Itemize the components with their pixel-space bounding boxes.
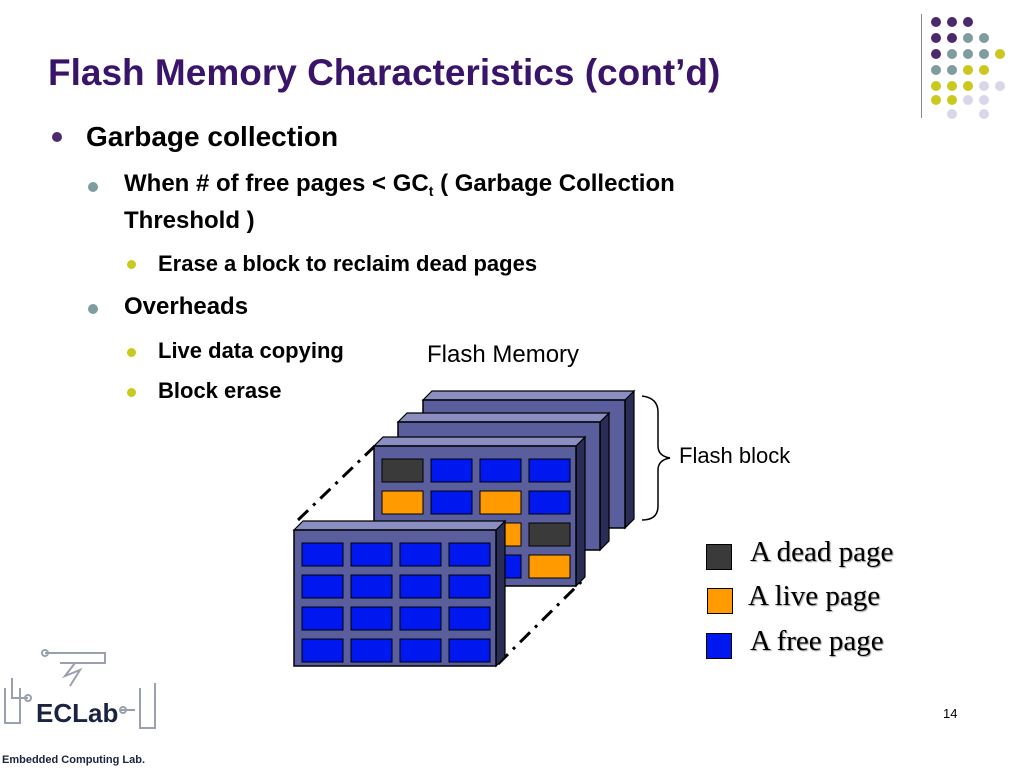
page-cell-free <box>430 458 473 483</box>
bullet-dot-level3 <box>127 348 136 357</box>
page-cell-free <box>399 638 442 663</box>
bullet-gc-condition: When # of free pages < GCt ( Garbage Col… <box>124 170 675 199</box>
page-cell-free <box>448 606 491 631</box>
free-page-swatch <box>706 633 732 659</box>
page-cell-free <box>350 638 393 663</box>
perspective-line-bottom <box>496 578 585 666</box>
flash-block-4-top <box>421 390 636 401</box>
page-cell-live <box>528 554 571 579</box>
flash-block-3 <box>396 411 611 552</box>
legend-live-label: A live page <box>748 580 881 612</box>
flash-block-1 <box>292 519 507 668</box>
page-cell-free <box>399 574 442 599</box>
dot-pattern <box>931 17 1005 119</box>
page-cell-free <box>350 606 393 631</box>
page-cell-free <box>528 458 571 483</box>
dead-page-swatch <box>706 544 732 570</box>
page-cell-free <box>479 554 522 579</box>
page-cell-free <box>399 606 442 631</box>
page-cell-free <box>301 606 344 631</box>
bullet-dot-level3 <box>127 388 136 397</box>
legend-free-label: A free page <box>750 625 884 657</box>
bullet-garbage-collection: Garbage collection <box>86 121 339 152</box>
page-cell-dead <box>381 458 424 483</box>
page-cell-free <box>430 554 473 579</box>
flash-block-4-side <box>624 389 635 530</box>
eclab-logo-circuit <box>4 649 156 729</box>
gc-condition-prefix: When # of free pages < GC <box>124 170 429 197</box>
flash-block-4 <box>421 389 636 530</box>
slide-title: Flash Memory Characteristics (cont’d) <box>48 52 721 93</box>
flash-block-3-front <box>397 421 601 551</box>
page-cell-free <box>350 574 393 599</box>
bullet-dot-level2 <box>88 182 98 192</box>
page-cell-free <box>448 574 491 599</box>
page-cell-live <box>381 490 424 515</box>
flash-block-1-top <box>292 520 507 531</box>
page-cell-live <box>479 490 522 515</box>
page-cell-free <box>381 522 424 547</box>
decorative-dot-grid <box>931 17 1005 119</box>
page-cell-free <box>448 542 491 567</box>
page-cell-free <box>430 522 473 547</box>
page-cell-free <box>448 638 491 663</box>
flash-block-brace <box>641 395 671 521</box>
flash-memory-label: Flash Memory <box>427 341 580 368</box>
flash-block-label: Flash block <box>679 443 791 468</box>
flash-block-2-top <box>372 436 587 447</box>
legend-dead-label: A dead page <box>750 536 894 568</box>
page-cell-free <box>430 490 473 515</box>
flash-block-2-side <box>575 435 586 588</box>
page-cell-live <box>479 522 522 547</box>
flash-block-2-front <box>373 445 577 587</box>
page-cell-free <box>381 554 424 579</box>
page-cell-free <box>301 574 344 599</box>
page-cell-free <box>301 638 344 663</box>
bullet-erase-block: Erase a block to reclaim dead pages <box>158 251 538 276</box>
flash-block-1-side <box>495 519 506 668</box>
page-cell-free <box>528 490 571 515</box>
title-divider-line <box>921 14 922 118</box>
bullet-block-erase: Block erase <box>158 378 282 403</box>
flash-block-3-top <box>396 412 611 423</box>
live-page-swatch <box>707 588 733 614</box>
flash-block-3-side <box>599 411 610 552</box>
bullet-overheads: Overheads <box>124 293 249 320</box>
page-cell-free <box>301 542 344 567</box>
flash-block-4-front <box>422 399 626 529</box>
bullet-dot-level2 <box>88 304 98 314</box>
page-cell-free <box>479 458 522 483</box>
bullet-live-data-copying: Live data copying <box>158 338 344 363</box>
page-number: 14 <box>943 706 958 721</box>
flash-blocks <box>292 389 636 668</box>
flash-block-1-front <box>293 529 497 667</box>
eclab-logo-subtitle: Embedded Computing Lab. <box>2 754 145 766</box>
page-cell-free <box>399 542 442 567</box>
perspective-line-top <box>296 441 380 522</box>
bullet-dot-level3 <box>127 260 136 269</box>
flash-block-2 <box>372 435 587 588</box>
bullet-gc-condition-line2: Threshold ) <box>124 207 255 234</box>
gc-subscript: t <box>428 183 434 199</box>
eclab-logo-text: ECLab <box>36 698 119 728</box>
bullet-dot-level1 <box>52 132 62 142</box>
page-cell-free <box>350 542 393 567</box>
page-cell-dead <box>528 522 571 547</box>
gc-condition-suffix: ( Garbage Collection <box>433 170 675 197</box>
